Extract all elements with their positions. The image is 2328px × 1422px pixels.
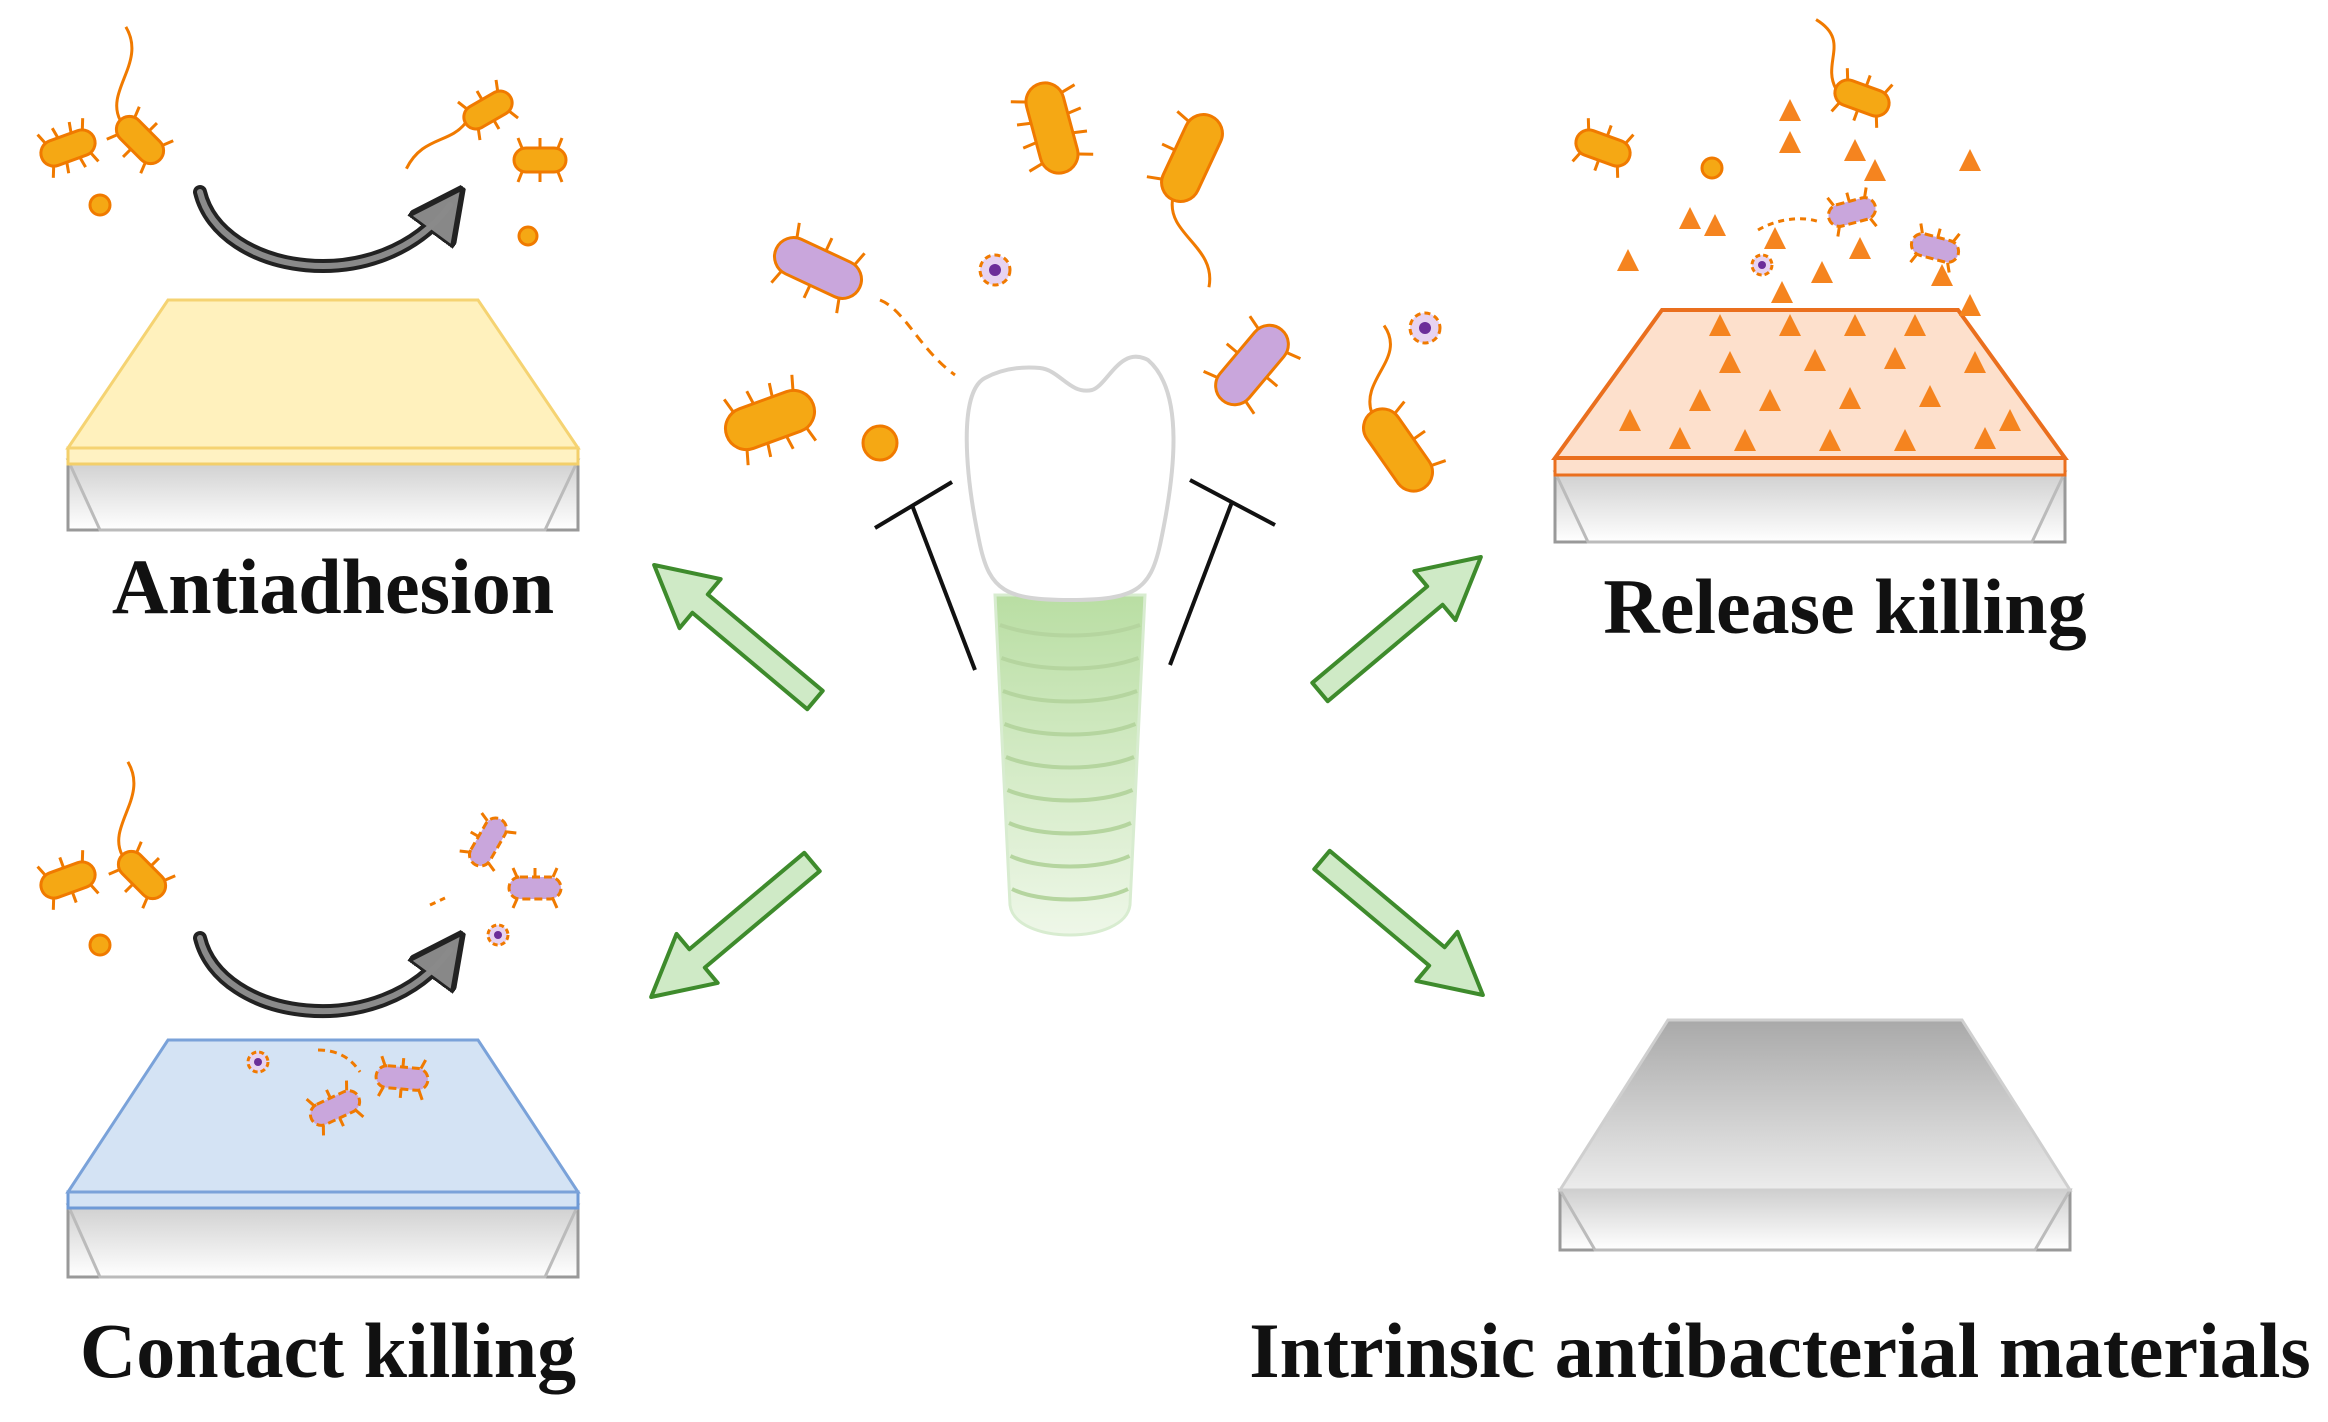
antibacterial-particle-icon xyxy=(1689,389,1711,411)
antibacterial-particle-icon xyxy=(1771,281,1793,303)
dead-coccus-icon xyxy=(486,923,510,947)
label-intrinsic-materials: Intrinsic antibacterial materials xyxy=(1249,1307,2311,1394)
implant-thread xyxy=(1003,722,1137,737)
antibacterial-particle-icon xyxy=(1811,261,1833,283)
dead-coccus-icon xyxy=(246,1050,270,1074)
antibacterial-particle-icon xyxy=(1669,427,1691,449)
bacterium-icon xyxy=(512,137,568,183)
bacterium-icon xyxy=(108,761,176,909)
bacterium-icon xyxy=(1362,324,1447,493)
antibacterial-particle-icon xyxy=(1779,314,1801,336)
implant-thread xyxy=(1008,821,1132,836)
coccus-icon xyxy=(88,933,112,957)
coating-surface-contact xyxy=(65,1038,581,1279)
dental-implant-icon xyxy=(964,354,1176,937)
release-killing-panel xyxy=(1551,18,2069,544)
dead-bacterium-icon xyxy=(305,1080,365,1136)
implant-thread xyxy=(1009,854,1131,869)
implant-thread xyxy=(1005,755,1135,770)
bacterium-icon xyxy=(1010,81,1094,175)
antibacterial-particle-icon xyxy=(1839,387,1861,409)
implant-thread xyxy=(1000,656,1140,671)
antibacterial-particle-icon xyxy=(1844,314,1866,336)
curved-arrow-icon xyxy=(193,938,450,1019)
bacterium-icon xyxy=(722,374,818,466)
bacterium-icon xyxy=(1571,118,1635,178)
antibacterial-particle-icon xyxy=(1864,159,1886,181)
implant-thread xyxy=(1006,788,1134,803)
implant-thread xyxy=(1002,689,1138,704)
dead-coccus-icon xyxy=(978,253,1012,287)
antiadhesion-panel xyxy=(36,26,581,532)
curved-arrow-icon xyxy=(193,192,450,273)
antibacterial-particle-icon xyxy=(1844,139,1866,161)
implant-thread xyxy=(999,623,1141,638)
bacterium-icon xyxy=(770,222,866,314)
antibacterial-particle-icon xyxy=(1759,389,1781,411)
dead-coccus-icon xyxy=(1408,311,1442,345)
antibacterial-particle-icon xyxy=(1974,427,1996,449)
antibacterial-particle-icon xyxy=(1619,409,1641,431)
antibacterial-particle-icon xyxy=(1884,347,1906,369)
antibacterial-particle-icon xyxy=(1764,227,1786,249)
dead-bacterium-icon xyxy=(507,867,563,909)
arrow-to-contact-killing xyxy=(649,850,822,999)
bacterium-icon xyxy=(1202,315,1302,415)
label-contact-killing: Contact killing xyxy=(79,1307,577,1394)
bacterium-icon xyxy=(36,118,100,178)
coccus-icon xyxy=(517,225,539,247)
antibacterial-particle-icon xyxy=(1931,264,1953,286)
dead-bacterium-icon xyxy=(1909,223,1961,273)
label-release-killing: Release killing xyxy=(1603,563,2087,650)
implant-thread xyxy=(1011,887,1129,902)
arrow-to-antiadhesion xyxy=(652,563,825,712)
block-symbol-icon xyxy=(873,480,977,671)
dead-bacterium-icon xyxy=(459,812,517,872)
bacterium-icon xyxy=(1146,110,1224,288)
coating-surface-release xyxy=(1551,308,2069,544)
coccus-icon xyxy=(1700,156,1724,180)
antibacterial-particle-icon xyxy=(1709,314,1731,336)
antibacterial-particle-icon xyxy=(1959,149,1981,171)
antibacterial-particle-icon xyxy=(1617,249,1639,271)
bacterium-icon xyxy=(405,79,519,170)
coccus-icon xyxy=(861,424,899,462)
dead-coccus-icon xyxy=(1750,253,1774,277)
dead-bacterium-icon xyxy=(374,1055,430,1101)
coccus-icon xyxy=(88,193,112,217)
antibacterial-particle-icon xyxy=(1849,237,1871,259)
bacterium-icon xyxy=(36,850,100,910)
contact-killing-panel xyxy=(36,761,581,1279)
coating-surface-antiadhesion xyxy=(65,298,581,532)
antibacterial-particle-icon xyxy=(1819,429,1841,451)
arrow-to-intrinsic xyxy=(1312,848,1485,997)
antibacterial-particle-icon xyxy=(1804,349,1826,371)
antibacterial-particle-icon xyxy=(1959,294,1981,316)
bacterium-icon xyxy=(106,26,174,174)
antibacterial-particle-icon xyxy=(1964,351,1986,373)
arrow-to-release-killing xyxy=(1310,555,1483,704)
antibacterial-particle-icon xyxy=(1734,429,1756,451)
antibacterial-particle-icon xyxy=(1779,131,1801,153)
antibacterial-particles xyxy=(1617,99,2021,451)
bacterium-icon xyxy=(1815,18,1894,128)
antibacterial-particle-icon xyxy=(1919,385,1941,407)
antibacterial-particle-icon xyxy=(1779,99,1801,121)
antibacterial-particle-icon xyxy=(1999,409,2021,431)
dead-bacterium-icon xyxy=(1826,187,1878,237)
block-symbol-icon xyxy=(1168,478,1276,666)
label-antiadhesion: Antiadhesion xyxy=(111,543,555,630)
antibacterial-particle-icon xyxy=(1704,214,1726,236)
antibacterial-particle-icon xyxy=(1894,429,1916,451)
intrinsic-material-block xyxy=(1557,1018,2073,1252)
antibacterial-particle-icon xyxy=(1679,207,1701,229)
antibacterial-particle-icon xyxy=(1904,314,1926,336)
antibacterial-particle-icon xyxy=(1719,351,1741,373)
